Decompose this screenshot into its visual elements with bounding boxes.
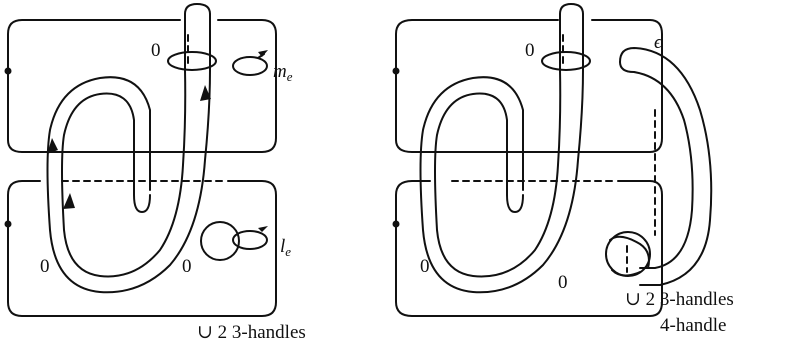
right-diagram: 0 ϵ 0 0 ∪ 2 3-handles 4-handle xyxy=(392,3,734,336)
left-meridian-circle xyxy=(232,56,268,76)
arrow-up-left xyxy=(63,193,75,209)
right-label-zero-br: 0 xyxy=(558,272,568,293)
left-zero-ring xyxy=(167,51,217,71)
right-top-dot xyxy=(392,67,400,75)
left-label-zero-top: 0 xyxy=(151,40,161,61)
right-top-handle-box xyxy=(395,19,663,153)
right-band-outer xyxy=(419,13,584,294)
right-footer-line1: ∪ 2 3-handles xyxy=(625,289,734,310)
left-small-zero-circle xyxy=(200,221,240,261)
meridian-label: me xyxy=(273,61,293,84)
right-label-zero-top: 0 xyxy=(525,40,535,61)
right-footer-line2: 4-handle xyxy=(660,315,726,336)
epsilon-label: ϵ xyxy=(654,32,663,53)
left-top-handle-box xyxy=(7,19,277,153)
left-diagram: 0 me 0 0 le ∪ 2 3-handles xyxy=(4,3,306,343)
left-bottom-dot xyxy=(4,220,12,228)
right-bottom-dot xyxy=(392,220,400,228)
arrow-up-right xyxy=(200,85,211,101)
left-band-inner xyxy=(61,13,187,278)
left-footer: ∪ 2 3-handles xyxy=(197,322,306,343)
arrow-down-left xyxy=(47,138,58,154)
right-bottom-handle-box xyxy=(395,180,663,317)
left-label-zero-br: 0 xyxy=(182,256,192,277)
right-epsilon-band xyxy=(619,47,713,286)
left-longitude-circle xyxy=(232,230,268,250)
left-label-zero-bl: 0 xyxy=(40,256,50,277)
left-top-dot xyxy=(4,67,12,75)
right-band-inner xyxy=(434,13,562,278)
left-band-outer xyxy=(46,13,211,294)
longitude-label: le xyxy=(280,236,291,259)
right-label-zero-bl: 0 xyxy=(420,256,430,277)
left-bottom-handle-box xyxy=(7,180,277,317)
right-zero-ring xyxy=(541,51,591,71)
